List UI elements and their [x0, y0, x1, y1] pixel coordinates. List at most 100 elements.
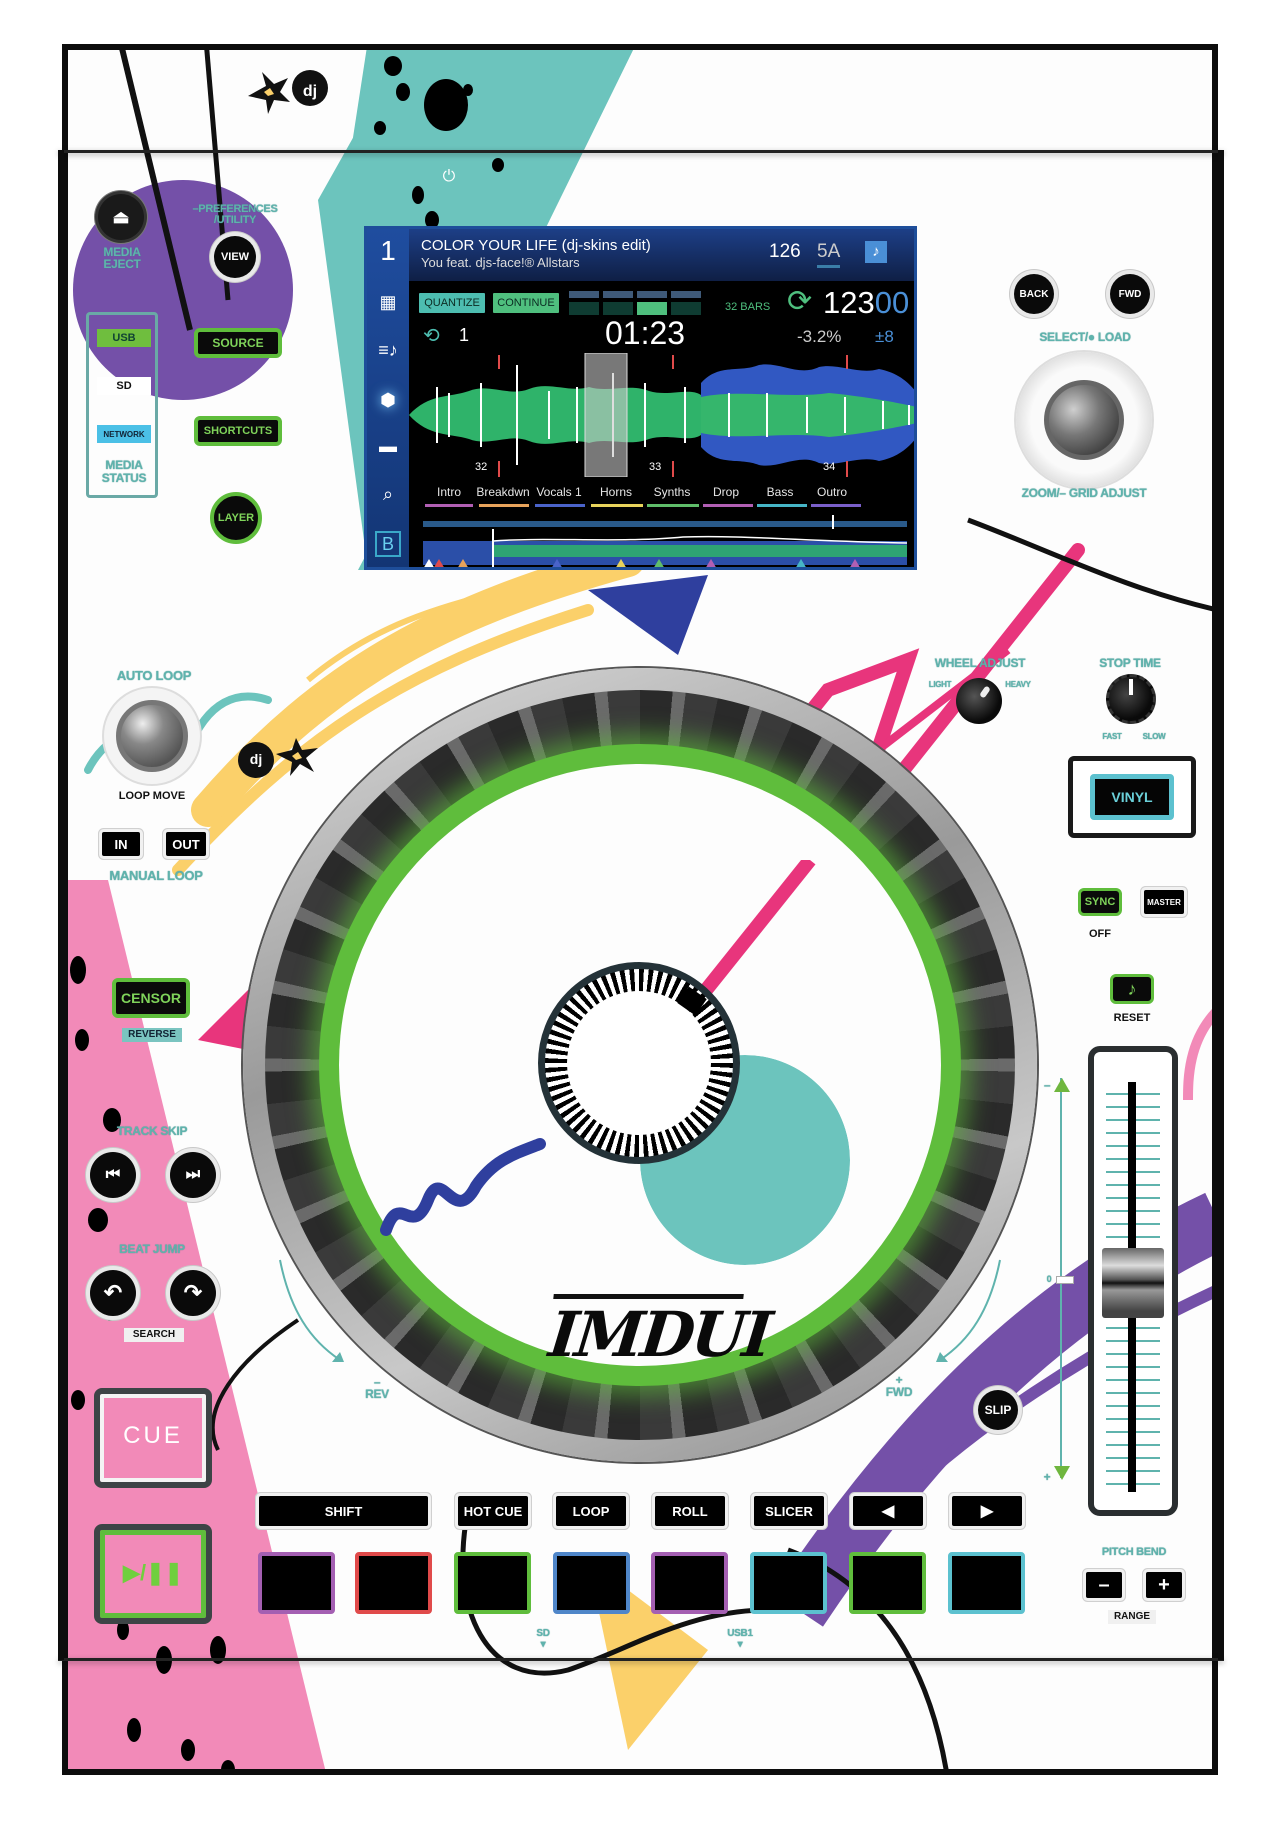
pitch-range: ±8 — [875, 327, 894, 346]
slip-button[interactable]: SLIP — [978, 1390, 1018, 1430]
section-outro[interactable]: Outro — [816, 485, 847, 499]
display-screen[interactable]: 1 ▦ ≡♪ ⬢ ▬ ⌕ B COLOR YOUR LIFE (dj-skins… — [364, 226, 917, 570]
track-skip-label: TRACK SKIP — [116, 1124, 188, 1138]
section-synths[interactable]: Synths — [653, 485, 691, 499]
pitch-bend-minus-button[interactable]: – — [1086, 1572, 1122, 1598]
loop-mode-button[interactable]: LOOP — [556, 1496, 626, 1526]
sync-button[interactable]: SYNC — [1078, 888, 1122, 916]
range-label: RANGE — [1108, 1610, 1156, 1624]
section-vocals[interactable]: Vocals 1 — [536, 485, 582, 499]
quantize-indicator[interactable]: QUANTIZE — [419, 293, 485, 313]
beat-jump-forward-button[interactable]: ↷ — [170, 1270, 216, 1316]
search-label: SEARCH — [124, 1328, 184, 1342]
track-skip-forward-button[interactable]: ⏭ — [170, 1152, 216, 1198]
wheel-adjust-knob[interactable] — [956, 678, 1002, 724]
section-bar — [703, 504, 753, 507]
section-bar — [425, 504, 473, 507]
loop-out-button[interactable]: OUT — [166, 832, 206, 856]
pitch-bend-plus-button[interactable]: + — [1146, 1572, 1182, 1598]
shortcuts-button[interactable]: SHORTCUTS — [194, 416, 282, 446]
param-left-button[interactable]: ◀ — [853, 1496, 923, 1526]
section-breakdown[interactable]: Breakdwn — [476, 485, 530, 499]
performance-pad-5[interactable] — [651, 1552, 728, 1614]
svg-text:dj: dj — [303, 83, 317, 100]
select-knob[interactable] — [1016, 352, 1152, 488]
pitch-zero-marker — [1056, 1276, 1074, 1284]
section-bass[interactable]: Bass — [766, 485, 794, 499]
performance-pad-2[interactable] — [355, 1552, 432, 1614]
section-bar — [647, 504, 699, 507]
eject-icon: ⏏ — [112, 206, 130, 227]
media-status-usb: USB — [97, 329, 151, 347]
pitch-fader[interactable] — [1088, 1046, 1178, 1516]
shift-button[interactable]: SHIFT — [259, 1496, 428, 1526]
deck-icon[interactable]: ▦ — [379, 292, 397, 312]
hot-cue-mode-button[interactable]: HOT CUE — [458, 1496, 528, 1526]
performance-pad-8[interactable] — [948, 1552, 1025, 1614]
back-button[interactable]: BACK — [1014, 274, 1054, 314]
vinyl-button[interactable]: VINYL — [1090, 774, 1174, 820]
performance-pad-1[interactable] — [258, 1552, 335, 1614]
continue-indicator[interactable]: CONTINUE — [493, 293, 559, 313]
pitch-bend-label: PITCH BEND — [1101, 1546, 1167, 1558]
zoom-grid-label: ZOOM/– GRID ADJUST — [1021, 486, 1147, 500]
section-intro[interactable]: Intro — [436, 485, 461, 499]
auto-loop-knob[interactable] — [104, 688, 200, 784]
slicer-mode-button[interactable]: SLICER — [754, 1496, 824, 1526]
media-eject-button[interactable]: ⏏ — [98, 194, 144, 240]
fwd-button[interactable]: FWD — [1110, 274, 1150, 314]
track-skip-back-button[interactable]: ⏮ — [90, 1152, 136, 1198]
roll-mode-button[interactable]: ROLL — [655, 1496, 725, 1526]
left-panel-edge — [58, 150, 64, 1660]
sync-off-label: OFF — [1089, 928, 1111, 940]
cue-button[interactable]: CUE — [94, 1388, 212, 1488]
track-overview[interactable] — [423, 515, 907, 569]
rev-sign: – — [373, 1375, 381, 1389]
skip-forward-icon: ⏭ — [185, 1166, 201, 1183]
performance-pad-7[interactable] — [849, 1552, 926, 1614]
folder-icon[interactable]: ▬ — [379, 436, 397, 456]
sd-port-text: SD — [536, 1628, 550, 1639]
performance-pad-6[interactable] — [750, 1552, 827, 1614]
wheel-adjust-light: LIGHT — [928, 680, 952, 689]
playlist-icon[interactable]: ≡♪ — [378, 340, 398, 360]
layer-button[interactable]: LAYER — [210, 492, 262, 544]
sync-icon: ⟳ — [787, 285, 813, 318]
bpm-display: 12300 — [823, 287, 909, 319]
param-right-button[interactable]: ▶ — [952, 1496, 1022, 1526]
screen-sidebar: 1 ▦ ≡♪ ⬢ ▬ ⌕ B — [367, 229, 409, 567]
censor-button[interactable]: CENSOR — [112, 978, 190, 1018]
play-pause-button[interactable]: ▶/❚❚ — [94, 1524, 212, 1624]
section-horns[interactable]: Horns — [599, 485, 632, 499]
rotate-left-icon: ↶ — [103, 1280, 123, 1305]
stop-time-knob[interactable] — [1106, 674, 1156, 724]
layer-badge[interactable]: B — [375, 531, 401, 557]
performance-pad-4[interactable] — [553, 1552, 630, 1614]
source-button[interactable]: SOURCE — [194, 328, 282, 358]
section-drop[interactable]: Drop — [712, 485, 739, 499]
top-panel-divider — [58, 150, 1224, 153]
media-status-sd: SD — [97, 377, 151, 395]
crates-icon[interactable]: ⬢ — [380, 390, 396, 410]
dj-skins-logo-small: dj — [236, 736, 322, 780]
beat-marker-32: 32 — [475, 461, 488, 473]
right-panel-edge — [1218, 150, 1224, 1660]
power-icon[interactable]: ⏻ — [442, 168, 456, 185]
pitch-fader-handle[interactable] — [1102, 1248, 1164, 1318]
platter-navy-squiggle — [380, 1138, 546, 1236]
waveform[interactable] — [409, 353, 917, 477]
manual-loop-label: MANUAL LOOP — [109, 868, 203, 883]
beat-jump-back-button[interactable]: ↶ — [90, 1270, 136, 1316]
master-button[interactable]: MASTER — [1144, 890, 1184, 914]
performance-pad-3[interactable] — [454, 1552, 531, 1614]
rev-arrow-icon — [279, 1259, 344, 1362]
section-bar — [811, 504, 861, 507]
view-button[interactable]: VIEW — [214, 236, 256, 278]
keylock-button[interactable]: music-note-icon♪ — [1110, 974, 1154, 1004]
section-bar — [591, 504, 643, 507]
pitch-zero-label: 0 — [1046, 1274, 1052, 1284]
beat-marker-34: 34 — [823, 461, 836, 473]
loop-in-button[interactable]: IN — [102, 832, 140, 856]
cue-label: CUE — [123, 1422, 183, 1449]
search-icon[interactable]: ⌕ — [382, 484, 394, 504]
